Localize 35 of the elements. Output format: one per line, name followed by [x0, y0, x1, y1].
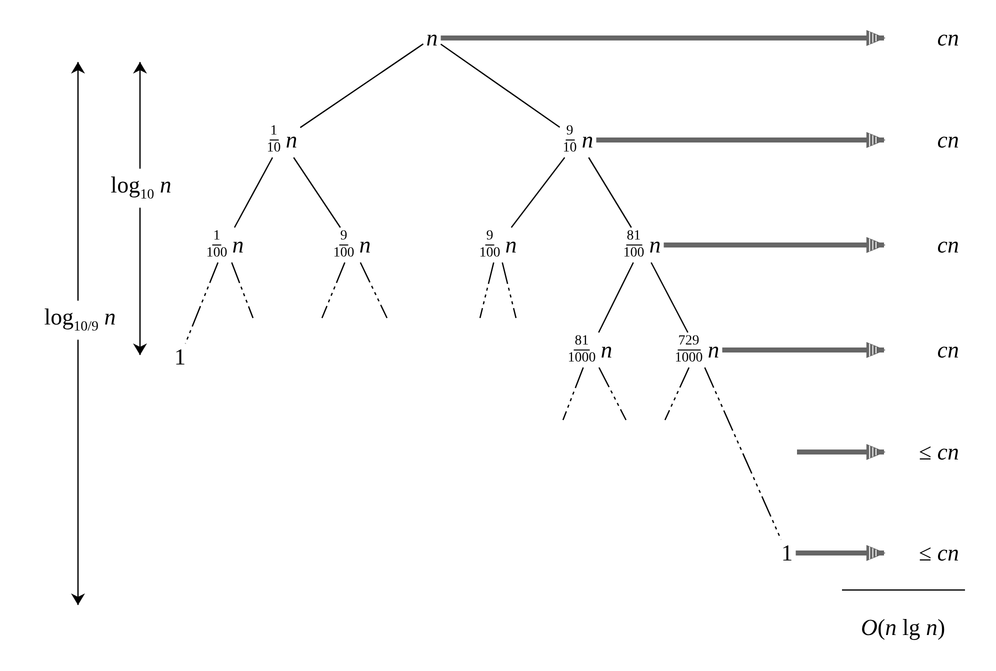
cost-term: cn — [884, 24, 962, 52]
cost-term: ≤ cn — [884, 438, 962, 466]
cost-term: ≤ cn — [884, 540, 962, 566]
cost-term: cn — [884, 126, 962, 154]
dashed-branch-line — [502, 262, 517, 318]
branch-line — [300, 43, 424, 128]
branch-line — [588, 157, 632, 228]
dashed-branch-line — [562, 367, 584, 420]
dashed-branch-line — [598, 367, 627, 420]
dashed-branch-line — [479, 262, 494, 318]
dashed-branch-line — [360, 262, 388, 318]
dimension-label: log$_{10/9}$ n — [44, 300, 116, 340]
dashed-branch-line — [321, 262, 346, 318]
dotted-arrow — [440, 30, 886, 46]
branch-line — [510, 157, 566, 228]
dotted-arrow — [796, 544, 886, 562]
branch-line — [598, 262, 634, 333]
dashed-branch-line — [704, 367, 782, 540]
tree-node-term: 1 — [171, 344, 189, 370]
dotted-arrow — [797, 444, 886, 460]
dotted-arrow — [664, 236, 886, 254]
cost-term: cn — [884, 336, 962, 364]
branch-line — [440, 44, 560, 128]
tree-node-term: 1 — [778, 540, 796, 566]
dotted-arrow — [722, 342, 886, 358]
branch-line — [234, 157, 274, 228]
dimension-label: log$_{10}$ n — [110, 168, 172, 208]
dashed-branch-line — [184, 262, 219, 344]
branch-line — [293, 157, 341, 228]
dotted-arrow — [596, 132, 886, 148]
dashed-branch-line — [231, 262, 254, 318]
tree-node-term: n — [423, 24, 441, 52]
cost-term: cn — [884, 232, 962, 258]
branch-line — [650, 262, 688, 333]
dashed-branch-line — [664, 367, 690, 420]
